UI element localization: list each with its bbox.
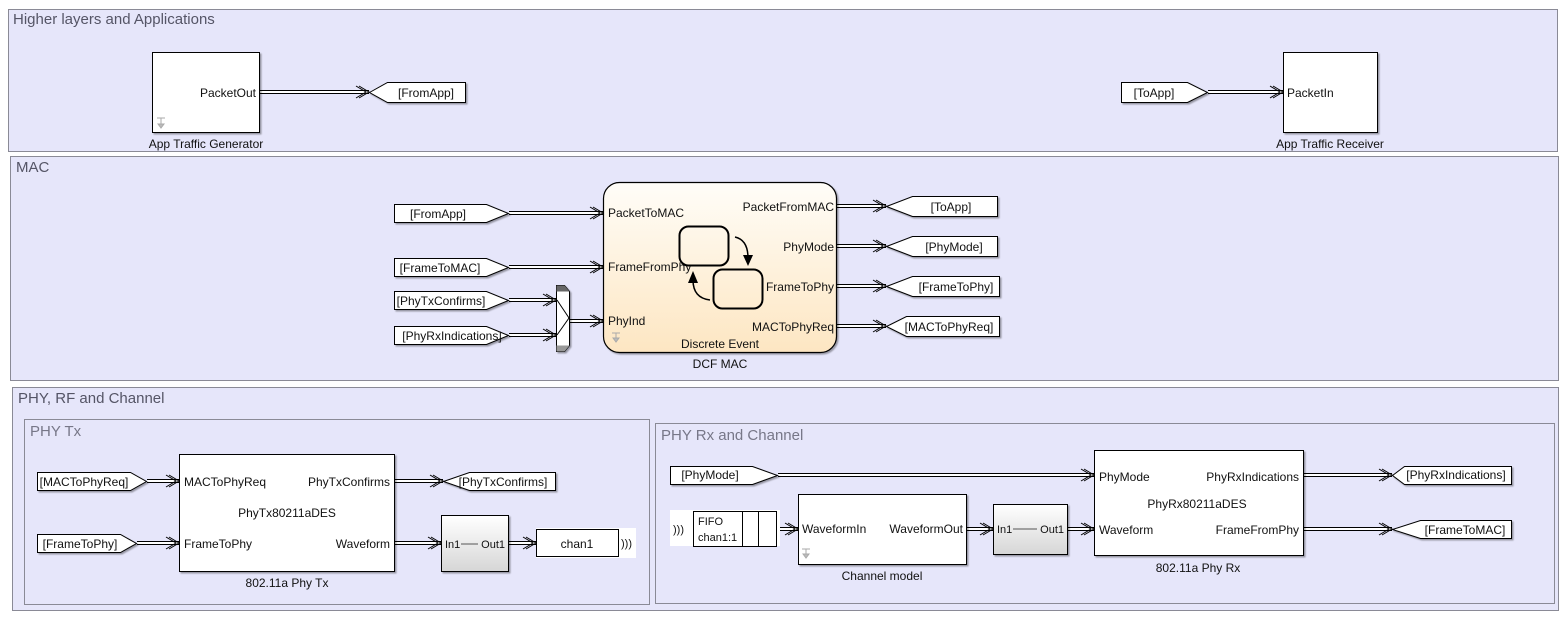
from-tag-phytxconfirms[interactable]: [PhyTxConfirms] <box>394 291 510 310</box>
mux-block[interactable] <box>556 285 570 352</box>
fifo-label: FIFO <box>698 516 723 528</box>
from-tag-frametomac[interactable]: [FrameToMAC] <box>394 258 510 277</box>
tag-label: [FrameToMAC] <box>1425 523 1506 537</box>
block-802-11a-phy-rx[interactable]: PhyMode Waveform PhyRxIndications FrameF… <box>1094 450 1304 576</box>
area-title-phy-tx: PHY Tx <box>30 423 82 440</box>
port-phytxconfirms: PhyTxConfirms <box>308 475 390 489</box>
from-tag-toapp[interactable]: [ToApp] <box>1121 82 1209 103</box>
from-tag-frametophy[interactable]: [FrameToPhy] <box>37 534 138 553</box>
stateflow-icon <box>678 225 764 310</box>
tag-label: [PhyTxConfirms] <box>459 475 548 489</box>
area-title-mac: MAC <box>16 159 50 176</box>
block-rx-signal-conversion[interactable]: In1 Out1 <box>993 504 1068 555</box>
block-name: App Traffic Receiver <box>1276 137 1384 151</box>
port-phyind: PhyInd <box>608 314 645 328</box>
block-name: Channel model <box>842 569 923 583</box>
goto-tag-frametomac[interactable]: [FrameToMAC] <box>1390 520 1512 539</box>
channel-name: chan1 <box>561 537 594 551</box>
tag-label: [FromApp] <box>398 86 454 100</box>
block-name: App Traffic Generator <box>149 137 264 151</box>
port-mactophyreq: MACToPhyReq <box>184 475 266 489</box>
block-app-traffic-generator[interactable]: PacketOut App Traffic Generator <box>149 52 264 152</box>
area-title-phy-rx: PHY Rx and Channel <box>661 427 803 444</box>
goto-tag-phyrxindications[interactable]: [PhyRxIndications] <box>1391 466 1512 485</box>
tag-label: [PhyRxIndications] <box>402 329 501 343</box>
tag-label: [PhyMode] <box>681 468 738 482</box>
port-waveformin: WaveformIn <box>802 522 866 536</box>
from-tag-mactophyreq[interactable]: [MACToPhyReq] <box>37 472 148 491</box>
block-name: 802.11a Phy Rx <box>1156 561 1241 575</box>
tag-label: [ToApp] <box>1134 86 1175 100</box>
port-frametophy: FrameToPhy <box>766 280 834 294</box>
block-subtitle: Discrete Event <box>681 337 760 351</box>
tag-label: [FrameToPhy] <box>919 280 994 294</box>
goto-tag-mactophyreq[interactable]: [MACToPhyReq] <box>885 316 1000 337</box>
goto-tag-phymode[interactable]: [PhyMode] <box>885 236 998 257</box>
port-out1: Out1 <box>1040 524 1064 536</box>
from-tag-fromapp[interactable]: [FromApp] <box>394 204 510 223</box>
from-tag-phymode[interactable]: [PhyMode] <box>670 466 779 485</box>
goto-tag-phytxconfirms[interactable]: [PhyTxConfirms] <box>441 472 556 491</box>
tag-label: [FrameToMAC] <box>400 261 481 275</box>
down-arrow-icon <box>157 117 165 129</box>
area-title-phy: PHY, RF and Channel <box>18 390 164 407</box>
wireless-signal-icon: ))) <box>621 538 632 550</box>
port-waveform: Waveform <box>336 537 390 551</box>
arrowhead-icon <box>355 85 370 99</box>
tag-label: [MACToPhyReq] <box>40 475 129 489</box>
port-phymode: PhyMode <box>1099 470 1150 484</box>
wireless-signal-icon: ))) <box>673 524 684 536</box>
port-phyrxindications: PhyRxIndications <box>1206 470 1299 484</box>
down-arrow-icon <box>612 332 620 343</box>
arrowhead-icon <box>872 319 887 333</box>
block-channel-send[interactable]: chan1 ))) <box>536 528 636 558</box>
port-packetfrommac: PacketFromMAC <box>743 200 835 214</box>
goto-tag-fromapp[interactable]: [FromApp] <box>368 82 466 103</box>
block-name: 802.11a Phy Tx <box>246 576 329 590</box>
port-framefromphy: FrameFromPhy <box>1216 523 1299 537</box>
block-fifo-receive[interactable]: ))) FIFO chan1:1 <box>670 510 780 547</box>
arrowhead-icon <box>1378 468 1393 482</box>
block-802-11a-phy-tx[interactable]: MACToPhyReq FrameToPhy PhyTxConfirms Wav… <box>179 454 395 591</box>
block-function: PhyTx80211aDES <box>238 506 336 520</box>
arrowhead-icon <box>872 279 887 293</box>
port-phymode: PhyMode <box>783 240 834 254</box>
tag-label: [ToApp] <box>931 200 972 214</box>
port-in1: In1 <box>997 524 1012 536</box>
port-out1: Out1 <box>481 539 505 551</box>
port-packetin: PacketIn <box>1287 86 1334 100</box>
block-app-traffic-receiver[interactable]: PacketIn App Traffic Receiver <box>1276 52 1384 152</box>
area-title-higher: Higher layers and Applications <box>13 11 215 28</box>
port-waveformout: WaveformOut <box>889 522 963 536</box>
tag-label: [PhyRxIndications] <box>1406 468 1505 482</box>
block-function: PhyRx80211aDES <box>1147 497 1246 511</box>
from-tag-phyrxindications[interactable]: [PhyRxIndications] <box>394 326 510 345</box>
arrowhead-icon <box>1378 522 1393 536</box>
block-channel-model[interactable]: WaveformIn WaveformOut Channel model <box>798 494 967 584</box>
port-packettomac: PacketToMAC <box>608 206 684 220</box>
port-waveform: Waveform <box>1099 523 1153 537</box>
arrowhead-icon <box>872 239 887 253</box>
fifo-channel: chan1:1 <box>698 532 737 544</box>
port-in1: In1 <box>445 539 460 551</box>
arrowhead-icon <box>872 199 887 213</box>
signal-lines <box>137 85 1393 550</box>
down-arrow-icon <box>802 548 810 559</box>
block-name: DCF MAC <box>693 357 748 371</box>
port-frametophy: FrameToPhy <box>184 537 252 551</box>
tag-label: [PhyTxConfirms] <box>397 294 486 308</box>
port-mactophyreq: MACToPhyReq <box>752 320 834 334</box>
goto-tag-frametophy[interactable]: [FrameToPhy] <box>885 276 1000 297</box>
port-framefromphy: FrameFromPhy <box>608 260 691 274</box>
tag-label: [FromApp] <box>410 207 466 221</box>
block-tx-signal-conversion[interactable]: In1 Out1 <box>441 515 509 572</box>
goto-tag-toapp[interactable]: [ToApp] <box>885 196 998 217</box>
port-packetout: PacketOut <box>200 86 257 100</box>
tag-label: [MACToPhyReq] <box>905 320 994 334</box>
tag-label: [FrameToPhy] <box>43 537 118 551</box>
arrowhead-icon <box>429 474 444 488</box>
block-dcf-mac[interactable]: PacketToMAC FrameFromPhy PhyInd PacketFr… <box>602 181 838 372</box>
tag-label: [PhyMode] <box>925 240 982 254</box>
